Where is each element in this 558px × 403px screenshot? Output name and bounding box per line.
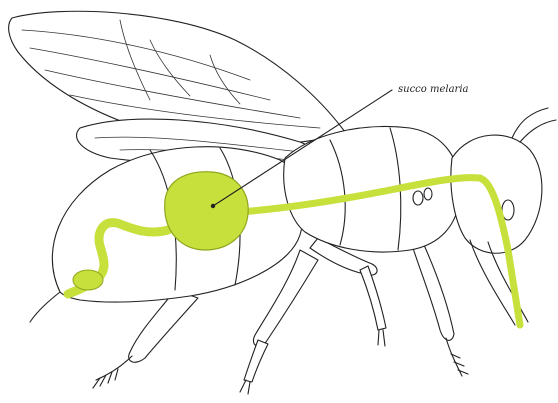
organ-label: succo melaria (398, 84, 469, 95)
thorax (284, 127, 460, 252)
